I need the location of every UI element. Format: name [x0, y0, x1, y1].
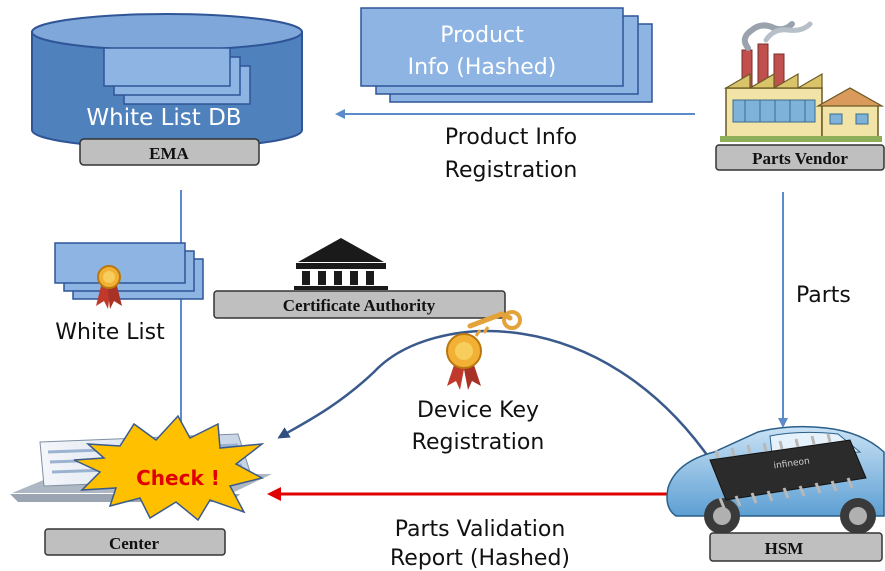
check-burst-label: Check !: [136, 466, 220, 490]
device-key-registration-label-line1: Device Key: [417, 398, 539, 423]
parts-validation-report-label-line1: Parts Validation: [395, 517, 566, 542]
center-label: Center: [109, 534, 159, 553]
factory-icon: [720, 21, 885, 142]
center-box: Center: [44, 528, 226, 556]
device-key-registration-curve: [277, 329, 714, 463]
hsm-chip-icon: infineon: [709, 433, 867, 509]
product-info-label-line1: Product: [440, 23, 524, 48]
check-burst: [73, 414, 265, 522]
hsm-label: HSM: [765, 539, 804, 558]
white-list-db-label: White List DB: [86, 105, 241, 131]
product-info-document-stack: Product Info (Hashed): [360, 7, 653, 103]
hsm-box: HSM: [709, 532, 883, 562]
db-document-stack-icon: [103, 47, 251, 105]
product-info-label-line2: Info (Hashed): [408, 55, 557, 80]
white-list-label: White List: [55, 320, 165, 345]
white-list-db-cylinder: White List DB: [31, 13, 303, 149]
product-info-registration-label-line1: Product Info: [445, 125, 577, 150]
ema-box: EMA: [79, 138, 260, 166]
bank-building-icon: [294, 238, 388, 290]
parts-vendor-label: Parts Vendor: [752, 149, 848, 168]
white-list-certificate-icon: [54, 242, 204, 309]
parts-label: Parts: [796, 283, 851, 308]
parts-validation-report-label-line2: Report (Hashed): [390, 546, 570, 571]
certificate-authority-label: Certificate Authority: [283, 296, 436, 315]
product-info-registration-label-line2: Registration: [445, 158, 578, 183]
device-key-registration-label-line2: Registration: [412, 430, 545, 455]
parts-vendor-box: Parts Vendor: [715, 144, 885, 171]
ema-label: EMA: [149, 144, 189, 163]
key-certificate-icon: [446, 310, 522, 390]
certificate-authority-box: Certificate Authority: [213, 290, 506, 319]
